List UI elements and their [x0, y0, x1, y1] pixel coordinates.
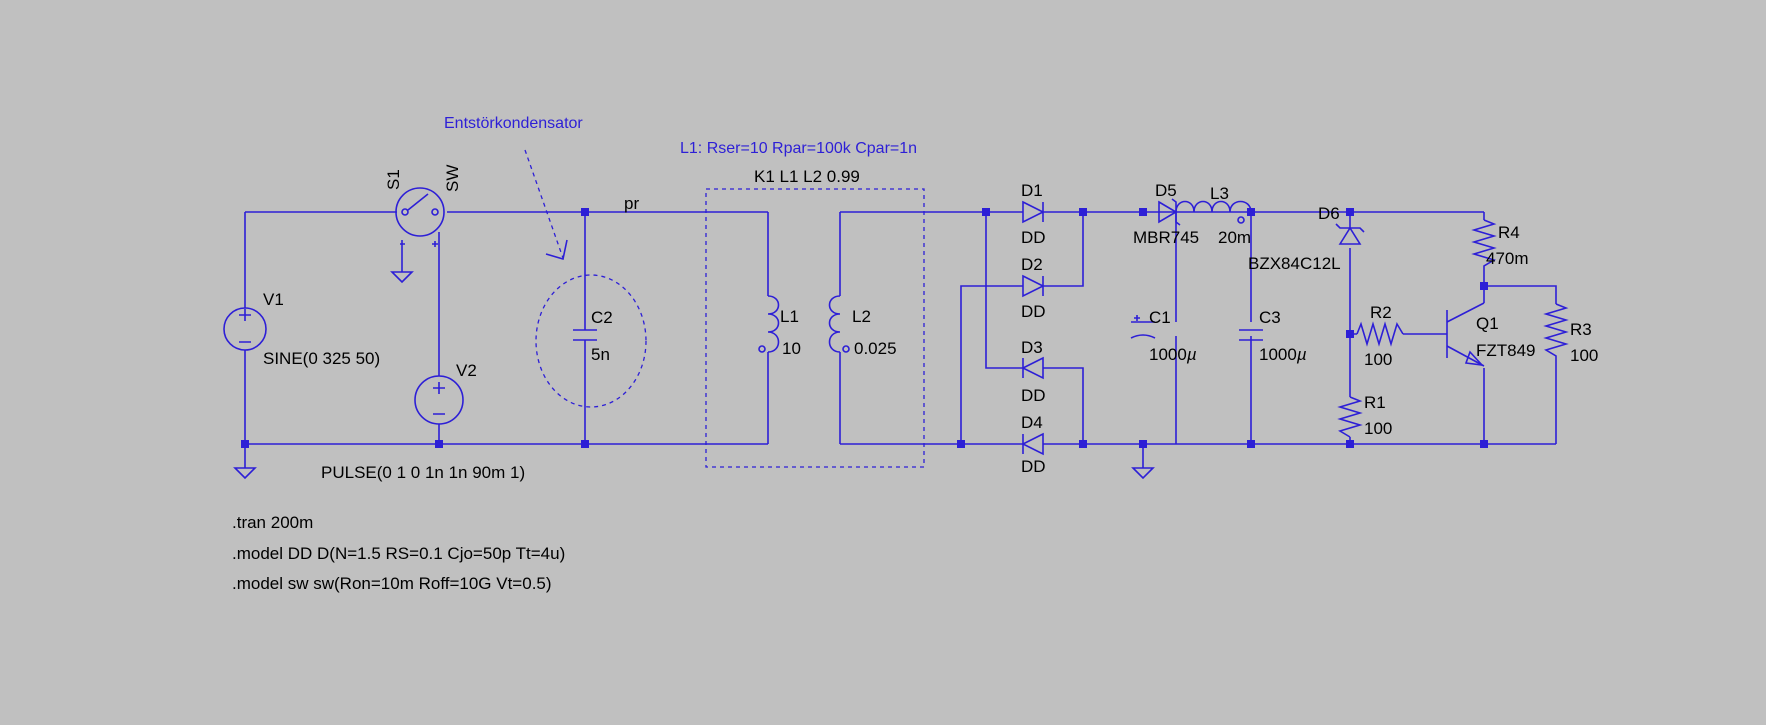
C3-capacitor[interactable]: C3 1000µ: [1239, 308, 1307, 364]
S1-label: S1: [384, 169, 403, 190]
C2-label: C2: [591, 308, 613, 327]
D2-diode[interactable]: D2 DD: [1021, 255, 1046, 321]
C3-label: C3: [1259, 308, 1281, 327]
transformer[interactable]: L1 10 L2 0.025: [705, 188, 925, 468]
Q1-model: FZT849: [1476, 341, 1536, 360]
D5-label: D5: [1155, 181, 1177, 200]
Q1-label: Q1: [1476, 314, 1499, 333]
junctions: [241, 208, 1488, 448]
directive-tran: .tran 200m: [232, 513, 313, 532]
L1-value: 10: [782, 339, 801, 358]
D2-model: DD: [1021, 302, 1046, 321]
R4-resistor[interactable]: R4 470m: [1471, 219, 1529, 270]
L1-label: L1: [780, 307, 799, 326]
R4-label: R4: [1498, 223, 1520, 242]
D5-diode[interactable]: D5 MBR745: [1133, 181, 1199, 247]
S1-model: SW: [443, 165, 462, 192]
D4-model: DD: [1021, 457, 1046, 476]
D6-zener[interactable]: D6 BZX84C12L: [1248, 204, 1365, 273]
S1-switch[interactable]: S1 SW: [384, 165, 462, 247]
R4-value: 470m: [1486, 249, 1529, 268]
D5-model: MBR745: [1133, 228, 1199, 247]
L3-inductor[interactable]: L3 20m: [1175, 184, 1252, 247]
R3-label: R3: [1570, 320, 1592, 339]
D3-model: DD: [1021, 386, 1046, 405]
ground-icon: [390, 271, 414, 284]
C1-capacitor[interactable]: C1 1000µ: [1130, 308, 1197, 364]
V1-label: V1: [263, 290, 284, 309]
R2-value: 100: [1364, 350, 1392, 369]
D1-label: D1: [1021, 181, 1043, 200]
R2-label: R2: [1370, 303, 1392, 322]
L2-value: 0.025: [854, 339, 897, 358]
C1-value: 1000µ: [1149, 345, 1197, 364]
wires: [244, 211, 1557, 468]
D3-diode[interactable]: D3 DD: [1021, 338, 1046, 405]
directive-model-sw: .model sw sw(Ron=10m Roff=10G Vt=0.5): [232, 574, 552, 593]
R3-value: 100: [1570, 346, 1598, 365]
L3-label: L3: [1210, 184, 1229, 203]
C2-capacitor[interactable]: C2 5n: [524, 149, 647, 408]
V2-label: V2: [456, 361, 477, 380]
ground-icon: [233, 467, 257, 480]
R3-resistor[interactable]: R3 100: [1543, 303, 1598, 365]
D3-label: D3: [1021, 338, 1043, 357]
D2-label: D2: [1021, 255, 1043, 274]
V2-source[interactable]: V2 PULSE(0 1 0 1n 1n 90m 1): [321, 361, 525, 482]
spice-directives: .tran 200m .model DD D(N=1.5 RS=0.1 Cjo=…: [232, 513, 565, 593]
suppression-comment: Entstörkondensator: [444, 115, 583, 132]
D1-diode[interactable]: D1 DD: [1021, 181, 1046, 247]
R1-label: R1: [1364, 393, 1386, 412]
L1-params-comment: L1: Rser=10 Rpar=100k Cpar=1n: [680, 140, 917, 157]
R1-value: 100: [1364, 419, 1392, 438]
D1-model: DD: [1021, 228, 1046, 247]
C3-value: 1000µ: [1259, 345, 1307, 364]
Q1-transistor[interactable]: Q1 FZT849: [1446, 302, 1536, 367]
L2-label: L2: [852, 307, 871, 326]
net-label-pr: pr: [624, 194, 639, 213]
R1-resistor[interactable]: R1 100: [1337, 393, 1392, 438]
D4-label: D4: [1021, 413, 1043, 432]
V2-value: PULSE(0 1 0 1n 1n 90m 1): [321, 463, 525, 482]
ground-icon: [1131, 467, 1155, 480]
D4-diode[interactable]: D4 DD: [1021, 413, 1046, 476]
D6-label: D6: [1318, 204, 1340, 223]
coupling-directive: K1 L1 L2 0.99: [754, 167, 860, 186]
C1-label: C1: [1149, 308, 1171, 327]
V1-value: SINE(0 325 50): [263, 349, 380, 368]
directive-model-dd: .model DD D(N=1.5 RS=0.1 Cjo=50p Tt=4u): [232, 544, 565, 563]
R2-resistor[interactable]: R2 100: [1356, 303, 1404, 369]
L3-value: 20m: [1218, 228, 1251, 247]
C2-value: 5n: [591, 345, 610, 364]
V1-source[interactable]: V1 SINE(0 325 50): [223, 290, 380, 368]
D6-model: BZX84C12L: [1248, 254, 1341, 273]
